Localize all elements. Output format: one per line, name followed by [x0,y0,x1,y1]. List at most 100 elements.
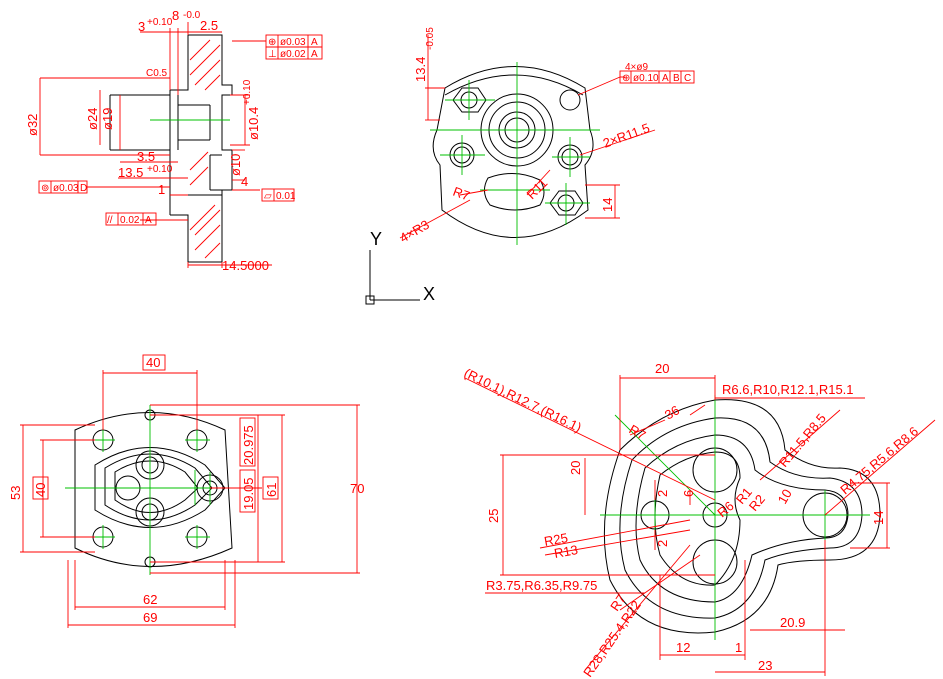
dim-14-5: 14.5000 [222,258,269,273]
dim-phi10-4-tol: +0.10 [242,79,253,105]
dim-4xr3: 4×R3 [397,217,432,246]
dim-14-end: 14 [600,198,615,212]
dim-r13: R13 [553,542,579,561]
gdt-perp-value: ø0.02 [280,49,306,60]
dim-r11-end: R11 [524,175,551,202]
dim-20-left: 20 [568,461,583,475]
gdt-position-symbol: ⊕ [268,37,276,48]
dim-36: 36 [662,402,682,422]
dim-3-5: 3.5 [137,149,155,164]
section-outline [109,34,233,263]
dim-20-9: 20.9 [780,615,805,630]
section-dimension-lines [39,22,272,268]
gdt-concentric-frame: ⊚ ø0.03 D [38,180,88,194]
dim-13-5-tol: +0.10 [147,164,173,175]
dim-19-05: 19.05 [241,477,256,510]
front-view-outline [74,412,233,567]
dim-phi32: ø32 [25,114,40,136]
gdt-datum-b: B [673,73,680,84]
end-view-outline [432,66,594,238]
gdt-flatness-symbol: ▱ [264,191,272,202]
gdt-flatness-frame: ▱ 0.01 [261,188,296,202]
gdt-perp-symbol: ⊥ [268,49,277,60]
gdt-datum-a: A [662,73,669,84]
dim-4: 4 [241,174,248,189]
dim-r6: R6 [714,498,736,520]
dim-13-4: 13.4 [413,57,428,82]
dim-r7-detail: R7 [627,422,649,443]
dim-25: 25 [486,509,501,523]
gdt-holes-value: ø0.10 [633,73,659,84]
gdt-concentric-value: ø0.03 [53,183,79,194]
ucs-y-label: Y [370,229,382,249]
gdt-parallel-frame: // 0.02 A [105,212,157,226]
gdt-position-datum: A [311,37,318,48]
dim-40-top: 40 [146,355,160,370]
dim-62: 62 [143,592,157,607]
dim-12: 12 [676,640,690,655]
dim-r4-75: R4.75,R5.6,R8.6 [837,424,921,498]
gdt-perp-datum: A [311,49,318,60]
end-view-centerlines [430,62,600,245]
dim-2-a: 2 [655,490,670,497]
dim-r7-end: R7 [451,184,472,204]
dim-2xr11-5: 2×R11.5 [601,120,652,151]
dim-phi10-4: ø10.4 [246,107,261,140]
detail-view: 20 R6.6,R10,R12.1,R15.1 (R10.1),R12.7,(R… [462,361,936,679]
gdt-perpendicular-frame: ⊥ ø0.02 A [265,46,323,60]
dim-53: 53 [8,486,23,500]
dim-61: 61 [264,483,279,497]
dim-r25: R25 [543,530,569,549]
detail-dimension-lines [464,375,936,676]
ucs-icon: Y X [365,229,435,305]
gdt-flatness-value: 0.01 [276,191,296,202]
gdt-parallel-datum: A [145,215,152,226]
dim-13-4-tol: -0.05 [425,27,436,50]
gdt-position-frame: ⊕ ø0.03 A [232,34,323,48]
dim-70: 70 [350,481,364,496]
dim-10: 10 [775,486,795,506]
dim-40-left: 40 [33,483,48,497]
dim-20-top: 20 [655,361,669,376]
gdt-holes-frame: ⊕ ø0.10 A B C [619,70,695,84]
dim-3: 3 [138,19,145,34]
gdt-parallel-symbol: // [107,215,113,226]
chamfer-c05: C0.5 [146,68,168,79]
dim-1-detail: 1 [735,640,742,655]
dim-phi19: ø19 [100,108,115,130]
gdt-holes-symbol: ⊕ [622,73,630,84]
ucs-x-label: X [423,284,435,304]
section-view: 3 +0.10 8 -0.0 2.5 C0.5 ø32 ø24 ø19 ø10.… [25,8,323,273]
dim-1: 1 [158,182,165,197]
detail-outer-profile [603,399,881,634]
gdt-datum-c: C [684,73,691,84]
dim-4-holes: 4×ø9 [625,62,649,73]
gdt-concentric-symbol: ⊚ [41,183,49,194]
front-view: 40 53 40 20.975 19.05 61 70 62 69 [8,354,364,628]
dim-phi24: ø24 [85,108,100,130]
gdt-position-value: ø0.03 [280,37,306,48]
front-view-centerlines [65,405,235,575]
gdt-concentric-datum: D [80,183,87,194]
front-view-dimension-lines [20,370,360,628]
dim-20-975: 20.975 [241,425,256,465]
dim-6: 6 [681,490,696,497]
dim-69: 69 [143,610,157,625]
dim-3-tol: +0.10 [147,17,173,28]
dim-r-bottom: R3.75,R6.35,R9.75 [486,578,597,593]
dim-14-detail: 14 [871,511,886,525]
end-view: 13.4 -0.05 4×ø9 ⊕ ø0.10 A B C 2×R11.5 R7… [397,27,695,246]
end-view-dimension-lines [399,35,656,239]
dim-2-5: 2.5 [200,18,218,33]
dim-2-b: 2 [655,540,670,547]
dim-8: 8 [172,8,179,23]
dim-13-5: 13.5 [118,165,143,180]
section-hatching [189,39,221,259]
dim-phi10: ø10 [228,154,243,176]
dim-r28: R28,R25.4,R22 [580,598,644,679]
dim-r-center: R6.6,R10,R12.1,R15.1 [722,382,854,397]
gdt-parallel-value: 0.02 [120,215,140,226]
dim-r-left: (R10.1),R12.7,(R16.1) [462,365,584,435]
dim-23: 23 [758,658,772,673]
